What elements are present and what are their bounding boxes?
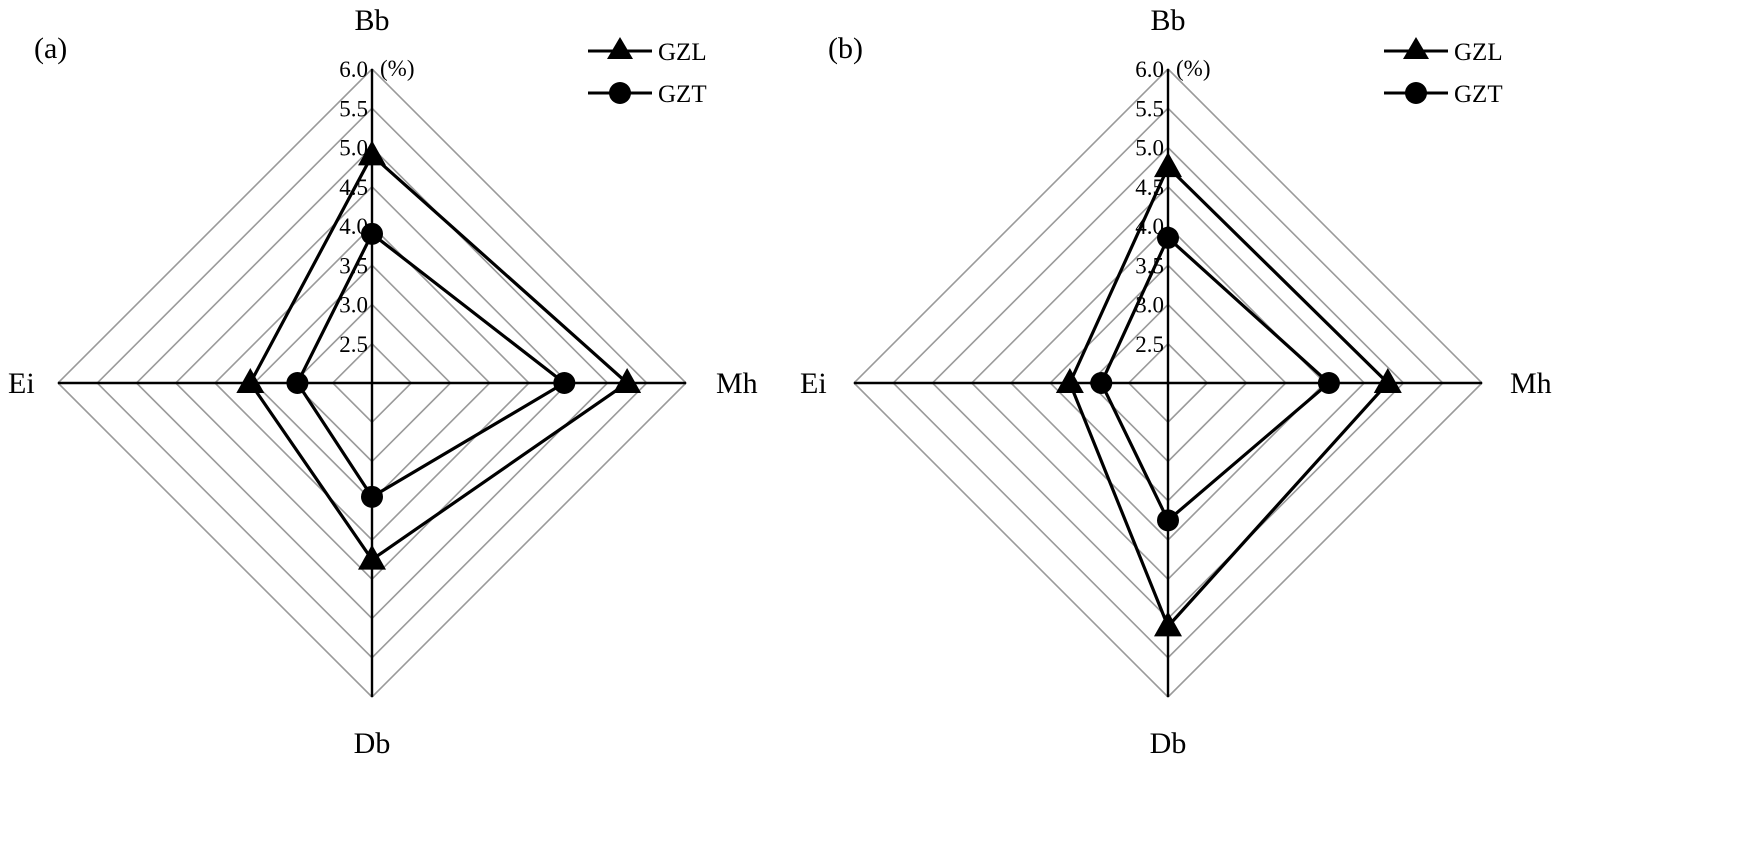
data-point-gzt [361,222,383,245]
legend-circle-marker [609,82,631,104]
axis-label-ei: Ei [8,367,35,400]
tick-labels: 2.53.03.54.04.55.05.56.0 [339,57,368,357]
data-point-gzl [1373,368,1402,393]
panel-label: (a) [34,32,67,65]
legend-item-gzt: GZT [1384,81,1503,108]
radar-panel-b: 2.53.03.54.04.55.05.56.0 (b) (%) Bb Mh D… [800,4,1552,760]
axis-label-ei: Ei [800,367,827,400]
series-line-gzt [295,231,568,499]
tick-label: 2.5 [1135,332,1164,357]
data-point-gzt [1157,509,1179,532]
legend-label-gzt: GZT [1454,81,1503,108]
legend-label-gzl: GZL [1454,39,1503,66]
radar-axes [58,69,686,697]
legend-item-gzl: GZL [588,37,707,66]
axis-label-bb: Bb [1150,4,1185,37]
data-point-gzl [358,544,386,570]
data-point-gzl [1154,152,1182,178]
legend-circle-marker [1405,82,1427,104]
axis-label-db: Db [354,727,391,760]
series-line-gzt [1099,235,1332,523]
data-point-gzl [236,368,265,393]
legend: GZL GZT [1384,37,1503,108]
data-series [236,140,642,570]
legend-item-gzl: GZL [1384,37,1503,66]
panel-label: (b) [828,32,863,65]
series-line-gzl [1068,164,1391,630]
tick-label: 5.0 [1135,136,1164,161]
tick-label: 3.5 [339,253,368,278]
legend-triangle-marker [607,37,633,59]
data-point-gzl [1154,611,1182,637]
tick-label: 3.0 [339,293,368,318]
unit-label: (%) [380,56,414,81]
tick-label: 2.5 [339,332,368,357]
data-point-gzl [1055,368,1084,393]
legend-item-gzt: GZT [588,81,707,108]
data-point-gzt [1157,226,1179,249]
data-point-gzt [1317,372,1340,394]
axis-label-bb: Bb [354,4,389,37]
radar-panel-a: 2.53.03.54.04.55.05.56.0 (a) (%) Bb Mh D… [8,4,758,760]
tick-label: 5.5 [1135,96,1164,121]
legend-triangle-marker [1403,37,1429,59]
legend: GZL GZT [588,37,707,108]
data-point-gzl [613,368,642,393]
data-point-gzt [361,485,383,508]
tick-label: 5.5 [339,96,368,121]
tick-label: 6.0 [1135,57,1164,82]
data-point-gzl [358,140,386,166]
axis-label-mh: Mh [716,367,758,400]
legend-label-gzt: GZT [658,81,707,108]
axis-label-db: Db [1150,727,1187,760]
legend-label-gzl: GZL [658,39,707,66]
data-point-gzt [553,372,576,394]
axis-label-mh: Mh [1510,367,1552,400]
data-series [1055,152,1402,637]
tick-label: 6.0 [339,57,368,82]
data-point-gzt [286,372,309,394]
data-point-gzt [1090,372,1113,394]
unit-label: (%) [1176,56,1210,81]
